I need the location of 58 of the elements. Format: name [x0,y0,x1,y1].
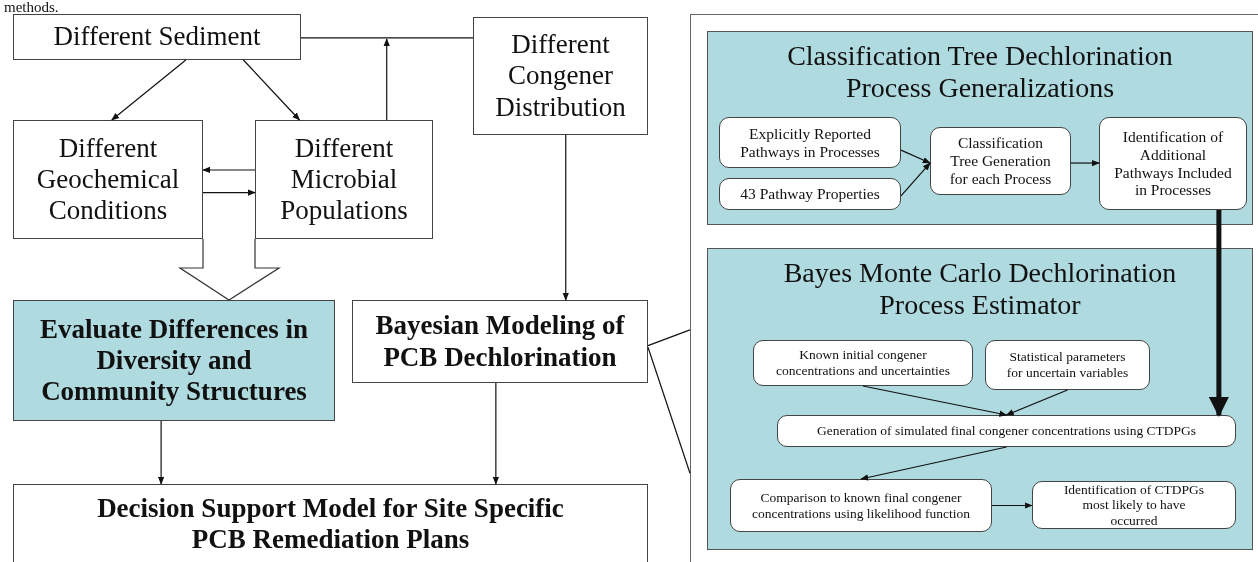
step-box [1032,481,1236,529]
step-box [753,340,973,386]
step-box [1099,117,1247,210]
arrow [157,420,165,485]
step-box [777,415,1236,447]
box-label: Different Sediment [53,21,261,53]
section-panel [707,31,1253,225]
panel-title: Classification Tree Dechlorination Process Generalizations [786,40,1174,105]
box-label: Comparison to known final congener concentrations using likelihood function [751,490,971,521]
arrow [1070,159,1100,167]
arrow [383,38,390,121]
box-label: Different Geochemical Conditions [35,132,181,227]
process-box [13,120,203,239]
process-box [255,120,433,239]
box-label: Generation of simulated final congener concentrations using CTDPGs [817,423,1196,439]
box-label: Statistical parameters for uncertain variables [1006,349,1129,381]
panel-title: Decision Support Model for Site Specific PCB Remediation Plans [96,493,565,556]
arrow [900,149,931,164]
connector-line [647,346,691,474]
connector-line [647,329,691,347]
panel-title: Bayes Monte Carlo Dechlorination Process Estimator [782,257,1178,322]
process-box [13,484,648,562]
block-arrow [178,238,282,301]
step-box [730,479,992,532]
process-box [473,17,648,135]
text-fragment: methods. [4,0,59,15]
detail-panel [690,14,1258,562]
arrow [991,502,1033,509]
box-label: Classification Tree Generation for each Process [948,134,1053,188]
box-label: Bayesian Modeling of PCB Dechlorination [374,310,626,373]
connector-line [300,37,474,39]
arrow [111,59,187,121]
box-label: Evaluate Differences in Diversity and Community Structures [39,313,309,408]
process-box [13,14,301,60]
section-panel [707,248,1253,550]
arrow [492,382,500,485]
arrow [860,446,1008,481]
box-label: Explicitly Reported Pathways in Processes [739,124,881,161]
box-label: Known initial congener concentrations and uncertainties [775,347,951,379]
step-box [985,340,1150,390]
box-label: 43 Pathway Properties [740,185,880,203]
arrow [242,59,301,121]
arrow [202,166,256,174]
box-label: Identification of Additional Pathways Included in Processes [1113,127,1233,200]
arrow [1208,210,1229,417]
process-box [352,300,648,383]
step-box [930,127,1071,195]
step-box [719,117,901,168]
box-label: Different Microbial Populations [279,132,409,227]
highlighted-box [13,300,335,421]
arrow [862,385,1008,417]
arrow [202,189,256,196]
box-label: Identification of CTDPGs most likely to have occurred [1062,481,1206,529]
box-label: Different Congener Distribution [494,29,627,123]
arrow [562,134,569,301]
step-box [719,178,901,210]
arrow [900,162,931,197]
arrow [1005,389,1069,416]
